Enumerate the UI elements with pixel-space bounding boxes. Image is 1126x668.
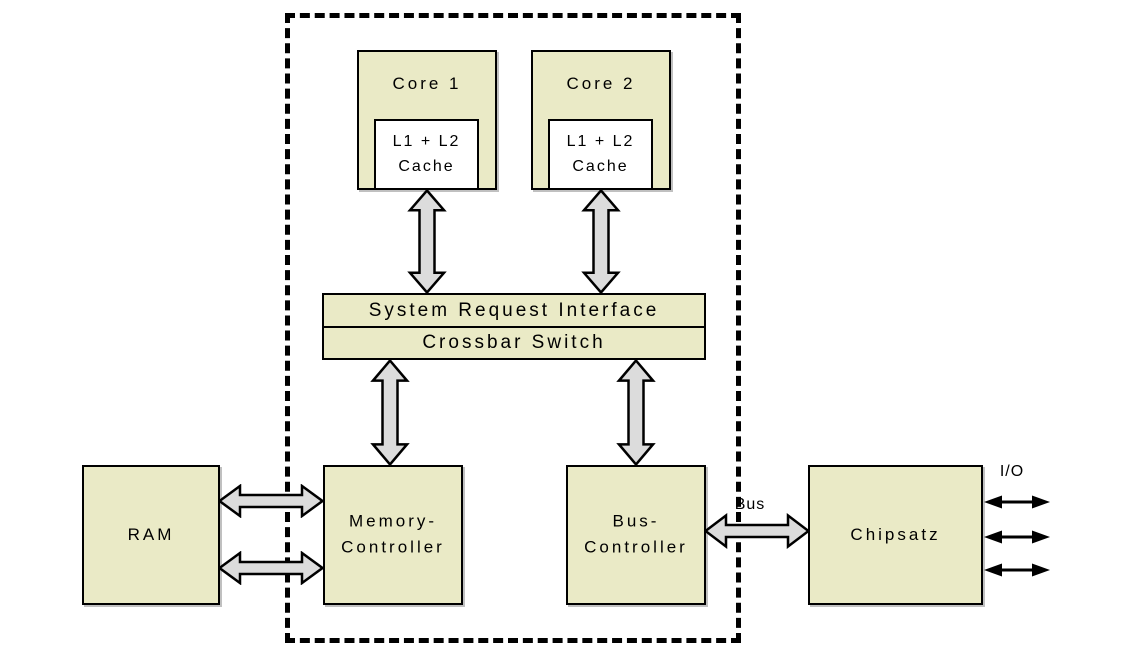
core2-cache-line1: L1 + L2 <box>566 132 635 150</box>
arrow-crossbar-bus-controller <box>616 359 656 466</box>
arrow-core1-sri <box>407 189 447 294</box>
arrow-crossbar-memory-controller <box>370 359 410 466</box>
core1-cache-line2: Cache <box>398 157 455 175</box>
memory-controller-box: Memory- Controller <box>323 465 463 605</box>
core1-label: Core 1 <box>392 74 462 93</box>
arrow-bus-controller-chipsatz <box>704 513 810 549</box>
bus-controller-box: Bus- Controller <box>566 465 706 605</box>
core2-box: Core 2 L1 + L2 Cache <box>531 50 671 190</box>
system-request-interface-label: System Request Interface <box>368 299 660 321</box>
ram-label: RAM <box>127 524 175 544</box>
crossbar-switch-label: Crossbar Switch <box>422 332 606 353</box>
core2-cache-line2: Cache <box>572 157 629 175</box>
core1-cache-line1: L1 + L2 <box>392 132 461 150</box>
chipsatz-box: Chipsatz <box>808 465 983 605</box>
arrow-io-3 <box>984 563 1050 577</box>
ram-box: RAM <box>82 465 220 605</box>
crossbar-switch-bar: Crossbar Switch <box>322 326 706 360</box>
cpu-die-dashed-boundary <box>285 13 741 643</box>
bus-controller-label: Bus- Controller <box>584 511 688 557</box>
core2-cache-box: L1 + L2 Cache <box>548 119 653 190</box>
io-label: I/O <box>999 463 1025 480</box>
bus-arrow-label: Bus <box>734 496 766 513</box>
arrow-io-1 <box>984 495 1050 509</box>
arrow-ram-memory-lower <box>218 551 324 585</box>
core1-box: Core 1 L1 + L2 Cache <box>357 50 497 190</box>
arrow-ram-memory-upper <box>218 484 324 518</box>
arrow-io-2 <box>984 530 1050 544</box>
core1-cache-box: L1 + L2 Cache <box>374 119 479 190</box>
core2-label: Core 2 <box>566 74 636 93</box>
system-request-interface-bar: System Request Interface <box>322 293 706 328</box>
arrow-core2-sri <box>581 189 621 294</box>
chipsatz-label: Chipsatz <box>850 524 941 544</box>
memory-controller-label: Memory- Controller <box>341 511 445 557</box>
